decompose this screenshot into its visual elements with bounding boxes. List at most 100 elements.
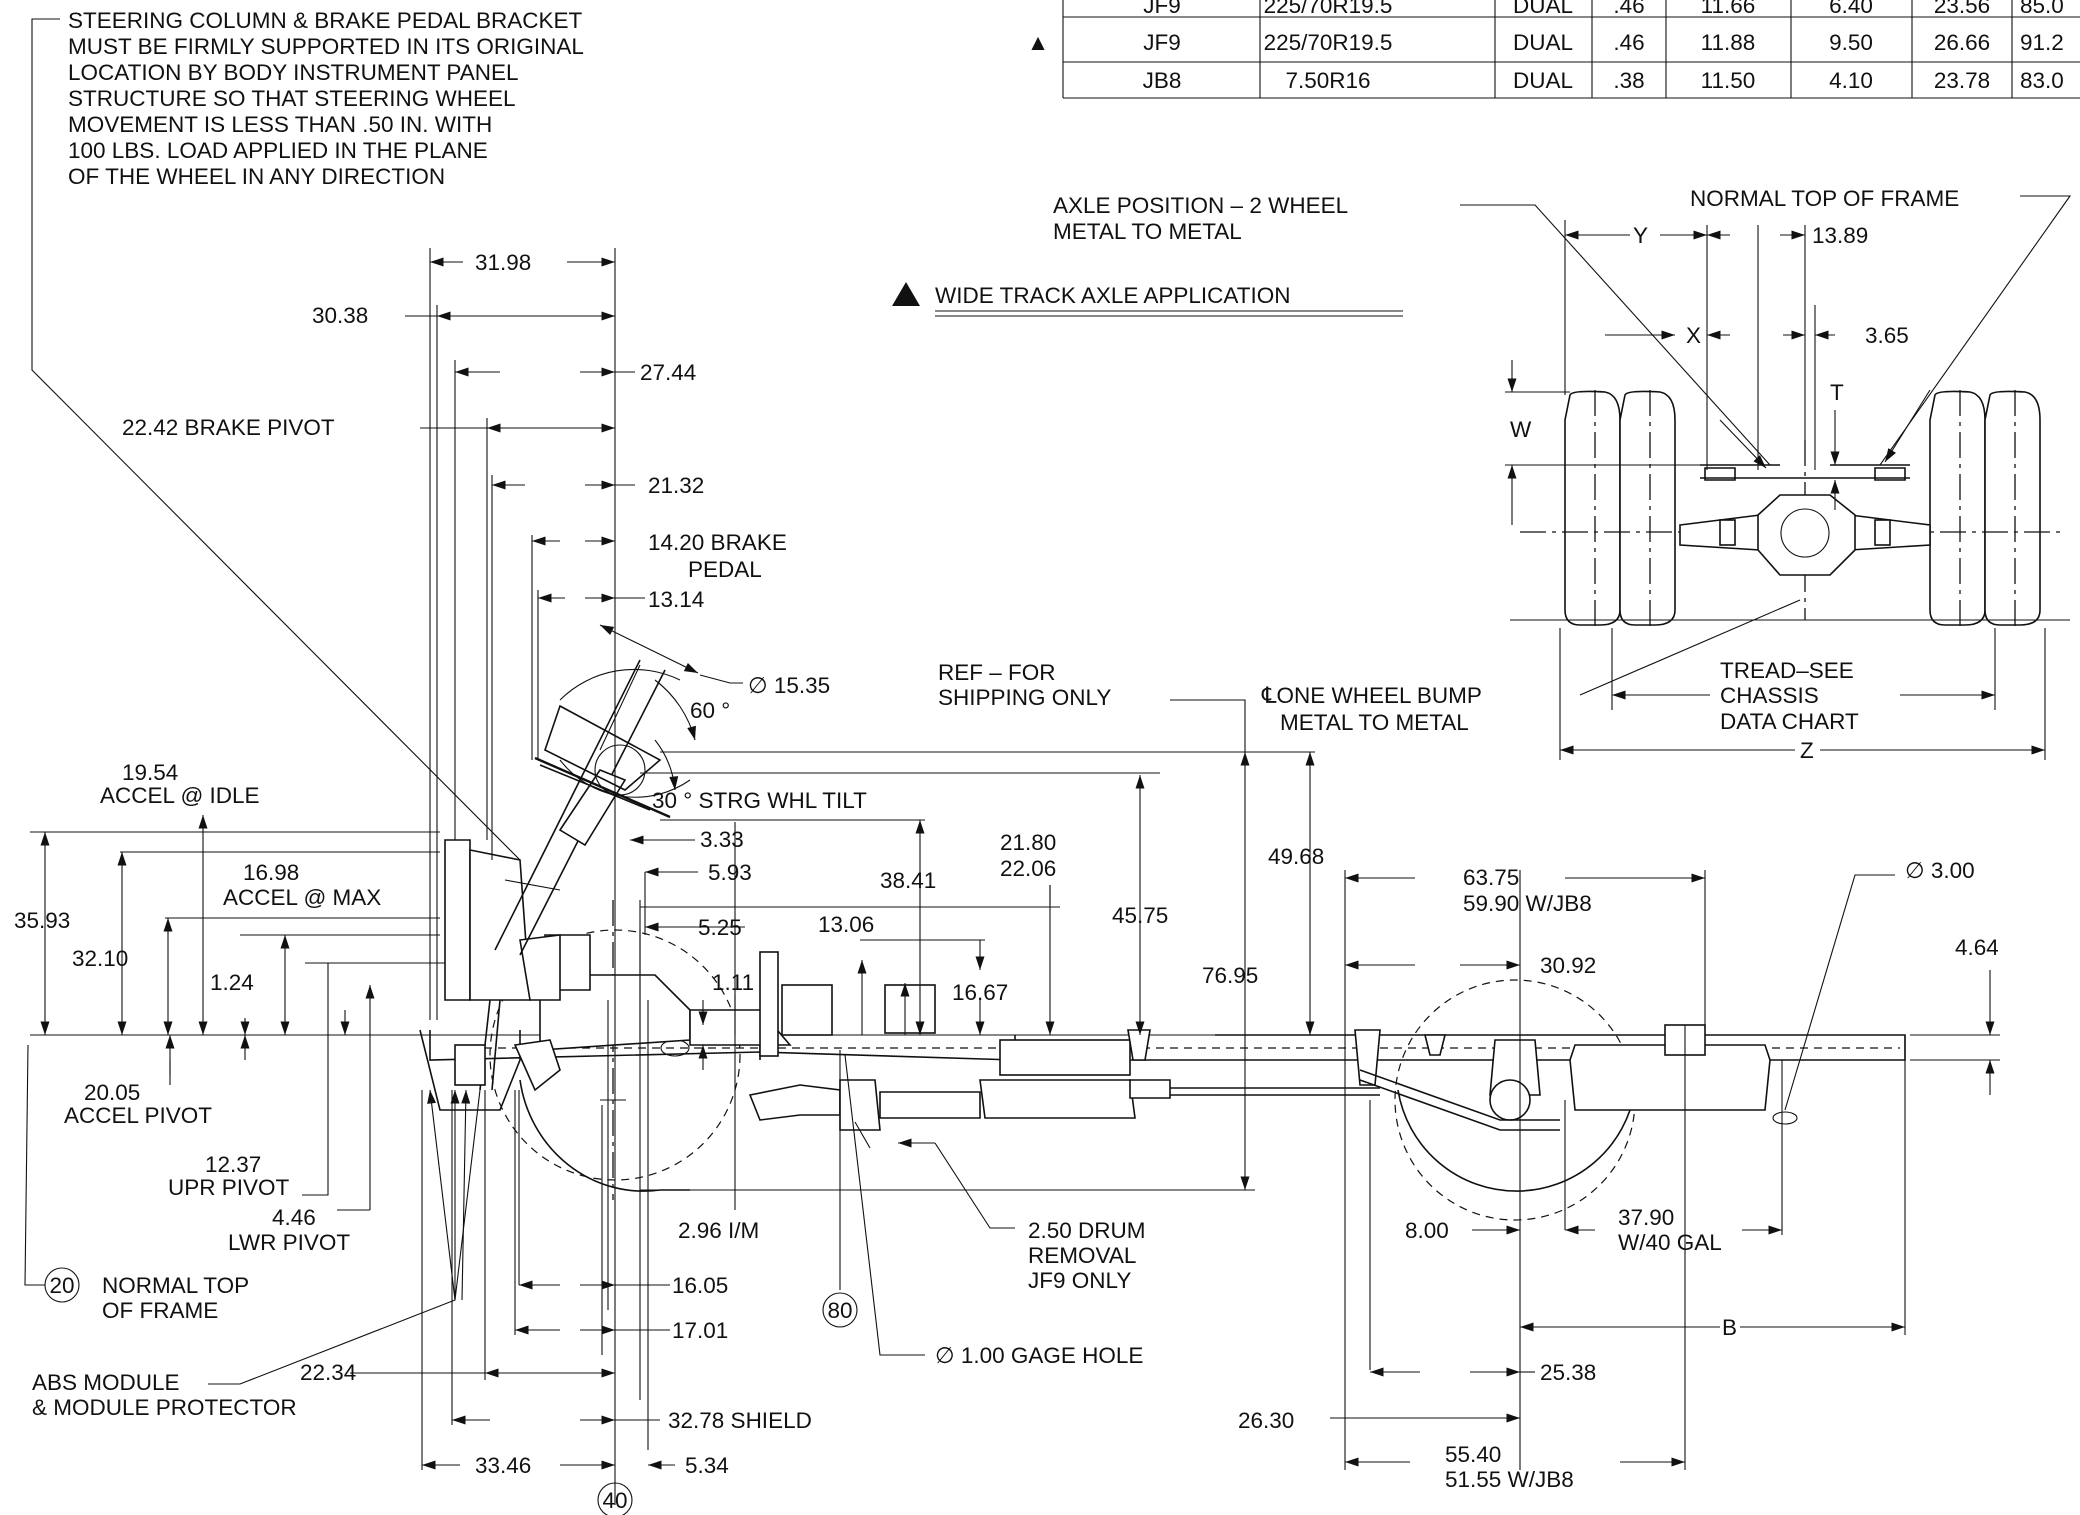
svg-text:25.38: 25.38 (1540, 1360, 1596, 1385)
svg-text:11.66: 11.66 (1701, 0, 1756, 18)
svg-text:JF9: JF9 (1143, 0, 1181, 18)
svg-text:38.41: 38.41 (880, 868, 936, 893)
svg-text:DATA CHART: DATA CHART (1720, 709, 1859, 734)
svg-text:JF9 ONLY: JF9 ONLY (1028, 1268, 1131, 1293)
svg-text:1.24: 1.24 (210, 970, 254, 995)
svg-text:26.30: 26.30 (1238, 1408, 1294, 1433)
svg-text:& MODULE PROTECTOR: & MODULE PROTECTOR (32, 1395, 297, 1420)
svg-text:4.64: 4.64 (1955, 935, 1999, 960)
svg-text:REMOVAL: REMOVAL (1028, 1243, 1136, 1268)
svg-text:17.01: 17.01 (672, 1318, 728, 1343)
svg-text:LOCATION BY BODY INSTRUMENT PA: LOCATION BY BODY INSTRUMENT PANEL (68, 60, 519, 85)
svg-text:9.50: 9.50 (1829, 30, 1873, 55)
svg-text:TREAD–SEE: TREAD–SEE (1720, 658, 1854, 683)
side-view-chassis (30, 900, 1906, 1221)
svg-text:76.95: 76.95 (1202, 963, 1258, 988)
svg-text:JB8: JB8 (1143, 68, 1182, 93)
svg-text:LWR PIVOT: LWR PIVOT (228, 1230, 350, 1255)
svg-text:91.2: 91.2 (2020, 30, 2064, 55)
svg-text:23.78: 23.78 (1934, 68, 1990, 93)
svg-text:2.96 I/M: 2.96 I/M (678, 1218, 759, 1243)
svg-text:JF9: JF9 (1143, 30, 1181, 55)
svg-text:6.40: 6.40 (1829, 0, 1873, 18)
svg-text:W: W (1510, 417, 1532, 442)
svg-text:SHIPPING ONLY: SHIPPING ONLY (938, 685, 1111, 710)
svg-text:ACCEL @ MAX: ACCEL @ MAX (223, 885, 381, 910)
svg-text:19.54: 19.54 (122, 760, 178, 785)
svg-text:4.46: 4.46 (272, 1205, 316, 1230)
svg-text:21.32: 21.32 (648, 473, 704, 498)
svg-text:80: 80 (827, 1298, 852, 1323)
svg-text:Y: Y (1633, 223, 1648, 248)
svg-text:ACCEL @ IDLE: ACCEL @ IDLE (100, 783, 260, 808)
svg-text:MOVEMENT IS LESS THAN .50 IN.: MOVEMENT IS LESS THAN .50 IN. WITH (68, 112, 492, 137)
table-row: JF9 225/70R19.5 DUAL .46 11.66 6.40 23.5… (1143, 0, 2064, 18)
svg-text:49.68: 49.68 (1268, 844, 1324, 869)
svg-text:B: B (1722, 1315, 1737, 1340)
svg-text:AXLE POSITION – 2 WHEEL: AXLE POSITION – 2 WHEEL (1053, 193, 1348, 218)
steering-column (419, 659, 691, 1111)
svg-text:14.20 BRAKE: 14.20 BRAKE (648, 530, 787, 555)
svg-text:83.0: 83.0 (2020, 68, 2064, 93)
svg-text:4.10: 4.10 (1829, 68, 1873, 93)
svg-text:DUAL: DUAL (1513, 0, 1573, 18)
svg-text:32.78 SHIELD: 32.78 SHIELD (668, 1408, 812, 1433)
svg-text:5.34: 5.34 (685, 1453, 729, 1478)
svg-text:26.66: 26.66 (1934, 30, 1990, 55)
svg-text:11.88: 11.88 (1701, 30, 1756, 55)
svg-text:∅ 15.35: ∅ 15.35 (748, 673, 830, 698)
svg-text:27.44: 27.44 (640, 360, 696, 385)
svg-text:31.98: 31.98 (475, 250, 531, 275)
steering-note: STEERING COLUMN & BRAKE PEDAL BRACKET MU… (31, 8, 584, 861)
svg-text:16.98: 16.98 (243, 860, 299, 885)
svg-text:20: 20 (49, 1273, 74, 1298)
svg-text:X: X (1686, 323, 1701, 348)
svg-text:.38: .38 (1613, 68, 1644, 93)
svg-text:37.90: 37.90 (1618, 1205, 1674, 1230)
svg-text:.46: .46 (1613, 0, 1644, 18)
svg-text:225/70R19.5: 225/70R19.5 (1264, 30, 1393, 55)
svg-text:T: T (1830, 380, 1844, 405)
svg-text:16.05: 16.05 (672, 1273, 728, 1298)
svg-text:7.50R16: 7.50R16 (1285, 68, 1370, 93)
svg-text:PEDAL: PEDAL (688, 557, 762, 582)
svg-text:51.55 W/JB8: 51.55 W/JB8 (1445, 1467, 1574, 1492)
svg-text:2.50 DRUM: 2.50 DRUM (1028, 1218, 1146, 1243)
svg-text:55.40: 55.40 (1445, 1442, 1501, 1467)
svg-text:MUST BE FIRMLY SUPPORTED IN IT: MUST BE FIRMLY SUPPORTED IN ITS ORIGINAL (68, 34, 584, 59)
svg-text:20.05: 20.05 (84, 1080, 140, 1105)
svg-text:100 LBS. LOAD APPLIED IN THE P: 100 LBS. LOAD APPLIED IN THE PLANE (68, 138, 488, 163)
svg-text:23.56: 23.56 (1934, 0, 1990, 18)
svg-text:OF THE WHEEL IN ANY DIRECTION: OF THE WHEEL IN ANY DIRECTION (68, 164, 445, 189)
svg-text:85.0: 85.0 (2020, 0, 2064, 18)
svg-text:22.42 BRAKE PIVOT: 22.42 BRAKE PIVOT (122, 415, 335, 440)
svg-text:UPR PIVOT: UPR PIVOT (168, 1175, 290, 1200)
svg-text:NORMAL TOP OF FRAME: NORMAL TOP OF FRAME (1690, 186, 1959, 211)
svg-text:8.00: 8.00 (1405, 1218, 1449, 1243)
svg-text:63.75: 63.75 (1463, 865, 1519, 890)
svg-text:5.93: 5.93 (708, 860, 752, 885)
svg-text:DUAL: DUAL (1513, 68, 1573, 93)
svg-text:21.80: 21.80 (1000, 830, 1056, 855)
svg-text:59.90 W/JB8: 59.90 W/JB8 (1463, 891, 1592, 916)
svg-text:1.11: 1.11 (712, 970, 754, 995)
svg-text:12.37: 12.37 (205, 1152, 261, 1177)
svg-text:ACCEL PIVOT: ACCEL PIVOT (64, 1103, 212, 1128)
svg-text:22.34: 22.34 (300, 1360, 356, 1385)
svg-text:33.46: 33.46 (475, 1453, 531, 1478)
svg-text:225/70R19.5: 225/70R19.5 (1264, 0, 1393, 18)
svg-text:60 °: 60 ° (690, 698, 730, 723)
triangle-marker-icon: ▲ (1027, 30, 1049, 55)
svg-text:45.75: 45.75 (1112, 903, 1168, 928)
svg-text:METAL TO METAL: METAL TO METAL (1053, 219, 1242, 244)
svg-text:W/40 GAL: W/40 GAL (1618, 1230, 1722, 1255)
triangle-marker-icon (892, 282, 920, 306)
svg-text:ABS MODULE: ABS MODULE (32, 1370, 180, 1395)
svg-text:35.93: 35.93 (14, 908, 70, 933)
svg-text:32.10: 32.10 (72, 946, 128, 971)
rear-dimensions: 63.75 59.90 W/JB8 30.92 8.00 37.90 W/40 … (1238, 858, 2000, 1492)
svg-text:STRUCTURE SO THAT STEERING WHE: STRUCTURE SO THAT STEERING WHEEL (68, 86, 516, 111)
wide-track-legend: WIDE TRACK AXLE APPLICATION (892, 282, 1403, 317)
svg-text:40: 40 (602, 1488, 627, 1513)
